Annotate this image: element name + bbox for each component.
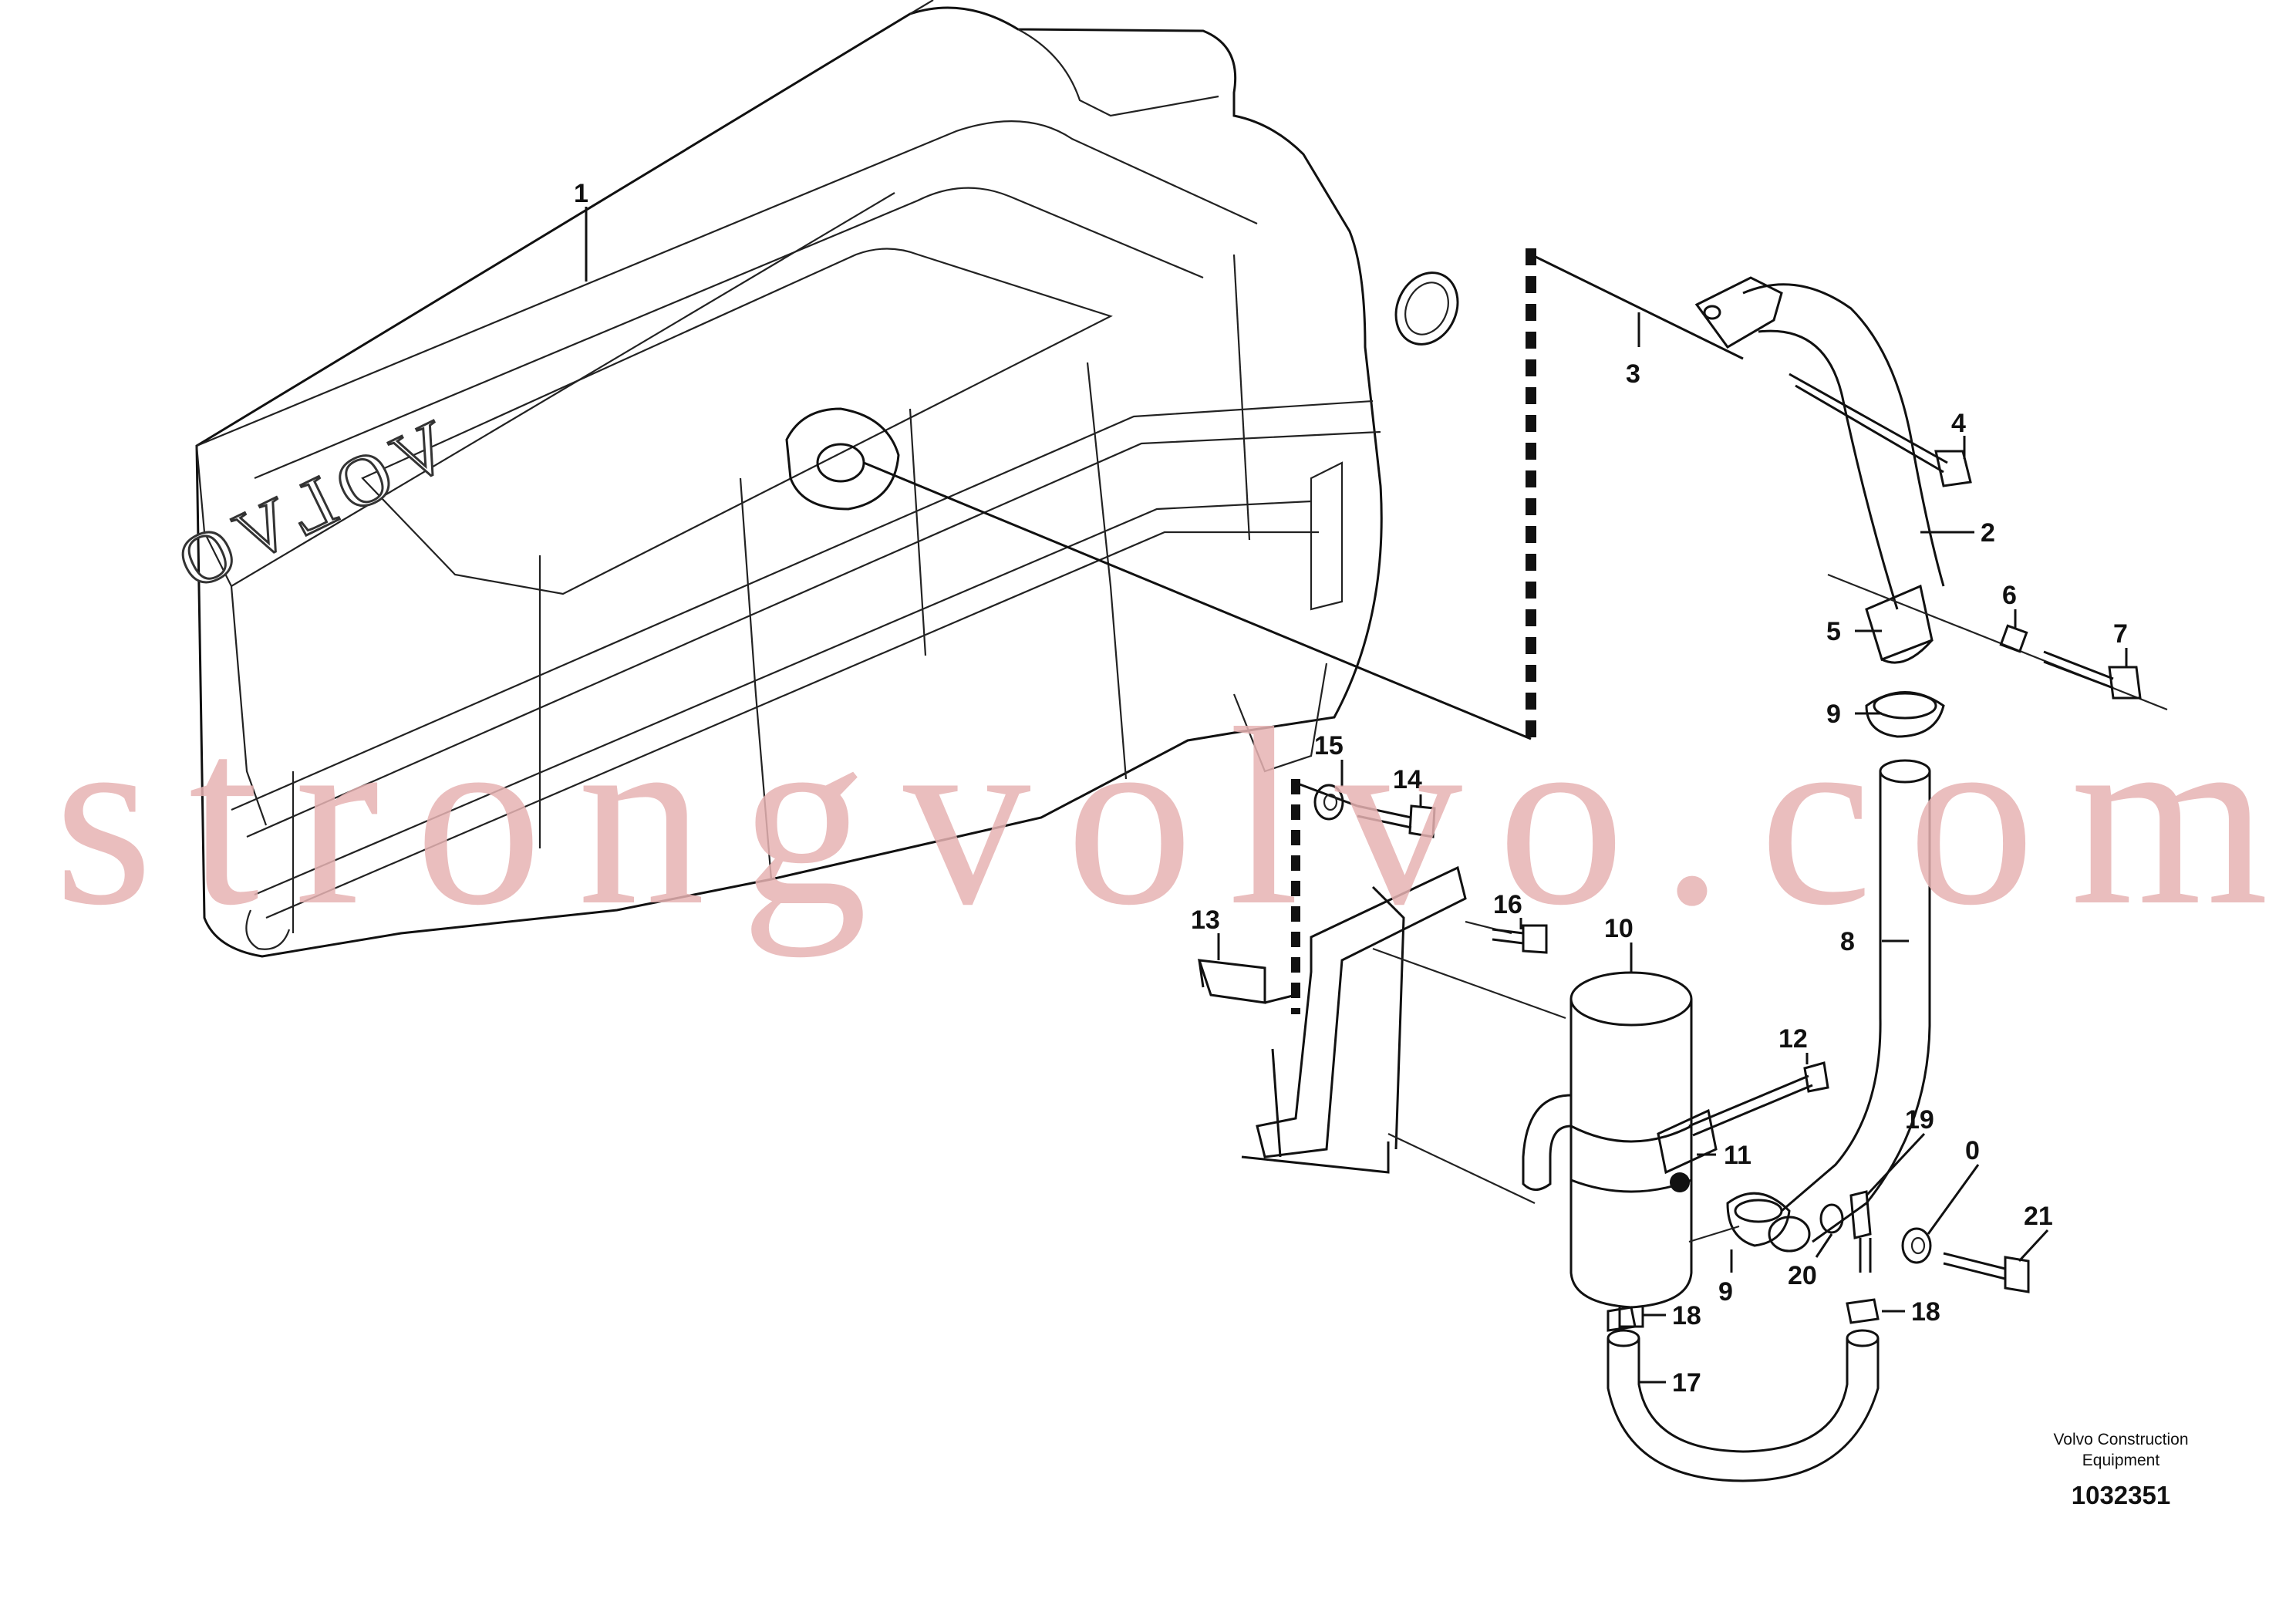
callout-4: 4: [1951, 409, 1966, 438]
callout-9-upper: 9: [1826, 700, 1841, 729]
callout-10: 10: [1604, 914, 1633, 943]
callout-15: 15: [1314, 731, 1344, 760]
section-bracket-upper: [863, 248, 1744, 744]
callout-11: 11: [1724, 1141, 1752, 1170]
callout-12: 12: [1778, 1024, 1808, 1054]
callout-16: 16: [1493, 890, 1522, 919]
figure-number: 1032351: [2072, 1481, 2170, 1509]
callout-5: 5: [1826, 617, 1841, 646]
caption-line-1: Volvo Construction: [2053, 1431, 2188, 1448]
watermark-text: strongvolvo.com: [54, 676, 2296, 958]
lower-fittings: [1688, 1190, 2030, 1293]
mounting-bracket: [1197, 784, 1566, 1204]
breather-pipe-assembly: [1394, 271, 2168, 738]
callout-7: 7: [2113, 619, 2128, 649]
section-bracket-lower: [1291, 779, 1358, 1014]
callout-17: 17: [1672, 1368, 1701, 1398]
callout-9-lower: 9: [1718, 1277, 1733, 1307]
callout-20: 20: [1788, 1261, 1817, 1290]
hose-8: [1768, 759, 1931, 1253]
caption-line-2: Equipment: [2082, 1452, 2160, 1469]
callout-13: 13: [1191, 905, 1220, 935]
callout-18-right: 18: [1911, 1297, 1940, 1327]
callout-18-left: 18: [1672, 1301, 1701, 1330]
figure-caption: Volvo Construction Equipment 1032351: [2053, 1431, 2188, 1509]
callout-numbers: 1 3 4 2 6 5 7 9 15 14 13 16 10 8 12 11 1…: [574, 179, 2128, 1398]
callout-2: 2: [1981, 518, 1995, 548]
callout-8: 8: [1840, 927, 1855, 956]
callout-1: 1: [574, 179, 588, 208]
callout-21: 21: [2024, 1202, 2053, 1231]
callout-0: 0: [1965, 1136, 1980, 1165]
callout-19: 19: [1905, 1105, 1934, 1135]
leader-lines: [585, 207, 2128, 1384]
callout-14: 14: [1393, 765, 1422, 794]
callout-6: 6: [2002, 581, 2017, 610]
hose-17-assembly: [1607, 1298, 1880, 1482]
callout-3: 3: [1626, 359, 1640, 389]
